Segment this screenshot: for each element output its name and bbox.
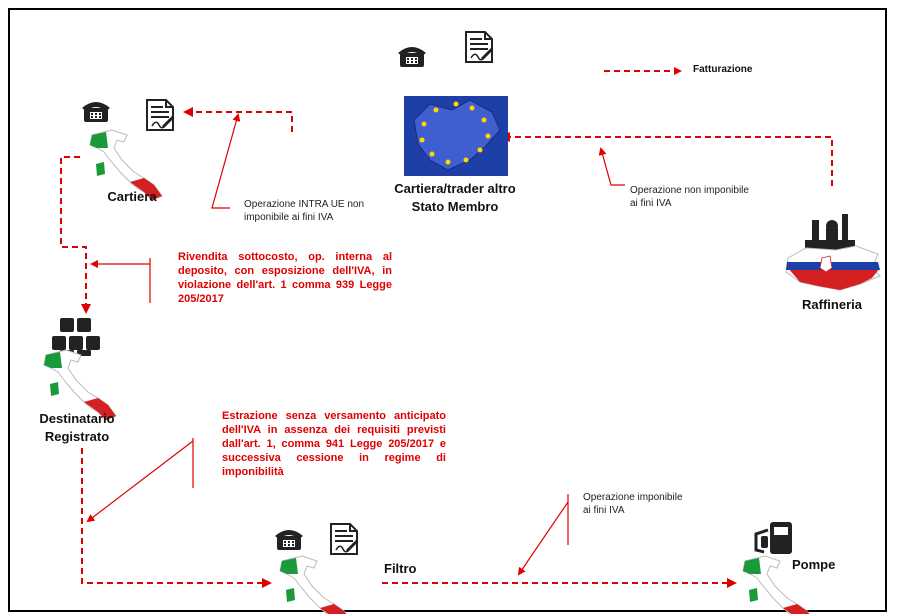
telephone-icon: [82, 102, 110, 122]
eu-map-icon: [404, 96, 508, 176]
fuel-pump-icon: [754, 522, 792, 554]
telephone-icon: [275, 530, 303, 550]
slovenia-map-icon: [785, 245, 881, 291]
invoice-document-icon: [145, 98, 175, 132]
pointer-imponibile: [519, 494, 569, 574]
legend-label: Fatturazione: [693, 64, 753, 75]
note-non-imponibile: Operazione non imponibile ai fini IVA: [630, 185, 749, 209]
pointer-rivendita: [92, 258, 151, 303]
node-label-destinatario-line1: Destinatario: [39, 411, 115, 426]
flow-cartiera-to-destinatario: [60, 156, 91, 314]
italy-map-icon: [279, 555, 353, 614]
node-label-cartiera: Cartiera: [107, 189, 157, 204]
note-imponibile: Operazione imponibile ai fini IVA: [583, 492, 683, 516]
flow-trader-to-cartiera: [183, 107, 293, 132]
note-rivendita: Rivendita sottocosto, op. interna al dep…: [178, 251, 392, 305]
node-label-trader-line2: Stato Membro: [411, 199, 499, 214]
node-label-trader: Cartiera/trader altro Stato Membro: [370, 180, 540, 216]
pointer-non-imponibile: [598, 147, 625, 186]
note-estrazione: Estrazione senza versamento anticipato d…: [222, 410, 446, 478]
flow-raffineria-to-trader: [500, 132, 833, 186]
note-intra-ue: Operazione INTRA UE non imponibile ai fi…: [244, 199, 365, 223]
invoice-document-icon: [329, 522, 359, 556]
telephone-icon: [398, 47, 426, 67]
node-label-raffineria: Raffineria: [802, 297, 862, 312]
node-label-destinatario-line2: Registrato: [44, 429, 110, 444]
node-label-pompe: Pompe: [792, 557, 836, 572]
invoice-document-icon: [464, 30, 494, 64]
oil-barrels-icon: [52, 318, 100, 356]
node-label-filtro: Filtro: [384, 561, 417, 576]
node-label-trader-line1: Cartiera/trader altro: [394, 181, 516, 196]
node-label-destinatario: Destinatario Registrato: [22, 410, 132, 446]
pointer-estrazione: [88, 438, 194, 521]
diagram-frame: [8, 8, 887, 612]
pointer-intra-ue: [211, 113, 241, 209]
flow-destinatario-to-filtro: [81, 448, 272, 588]
